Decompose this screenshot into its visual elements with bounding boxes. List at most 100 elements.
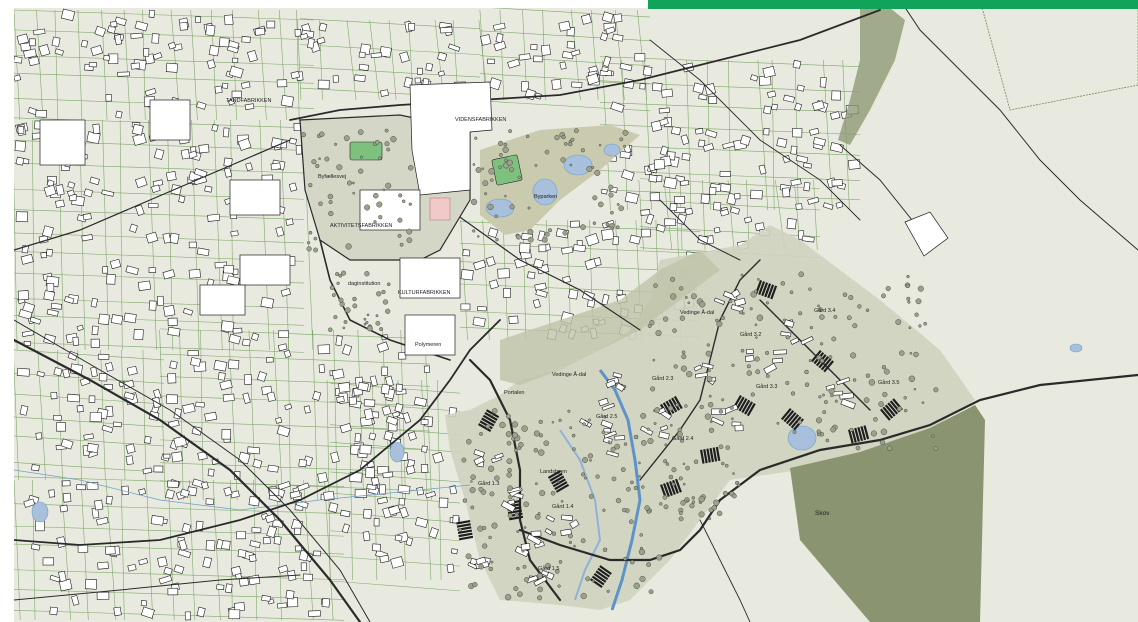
tree <box>914 312 919 317</box>
tree <box>917 285 924 292</box>
house <box>645 213 655 225</box>
tree <box>580 224 586 230</box>
tree <box>687 301 691 305</box>
row-house <box>761 282 769 297</box>
tree <box>846 315 852 321</box>
tree <box>328 210 334 217</box>
tree <box>797 419 803 425</box>
house <box>766 90 777 99</box>
tree <box>906 274 910 279</box>
parcel-line <box>14 349 165 361</box>
house <box>248 574 261 586</box>
tree <box>880 428 888 435</box>
tree <box>333 315 338 320</box>
tree <box>527 228 534 235</box>
row-house <box>555 483 570 493</box>
tree <box>352 296 357 302</box>
tree <box>933 387 939 393</box>
tree <box>904 408 908 413</box>
house <box>222 393 235 402</box>
tree <box>523 526 527 529</box>
tree <box>572 447 576 451</box>
tree <box>390 136 397 143</box>
house <box>167 317 178 326</box>
house <box>242 392 251 404</box>
house <box>236 531 247 540</box>
house <box>709 186 717 195</box>
house <box>518 53 531 61</box>
house <box>195 401 205 408</box>
tree <box>656 554 663 561</box>
tree <box>923 321 928 326</box>
house <box>363 408 374 421</box>
house <box>771 103 778 111</box>
house <box>698 93 708 101</box>
house <box>365 467 375 478</box>
parcel-line <box>102 119 110 351</box>
tree <box>598 143 602 147</box>
house <box>602 55 612 68</box>
tree <box>499 421 506 429</box>
tree <box>817 307 823 313</box>
house <box>425 62 434 72</box>
house <box>23 341 31 346</box>
tree <box>879 439 886 446</box>
tree <box>615 225 620 230</box>
row-house <box>788 414 800 427</box>
tree <box>915 298 922 305</box>
house <box>23 498 36 508</box>
tree <box>568 540 572 544</box>
tree <box>533 448 538 453</box>
house <box>67 181 76 189</box>
tree <box>585 576 591 582</box>
tree <box>408 202 412 206</box>
tree <box>338 273 343 278</box>
tree <box>364 271 370 277</box>
tree <box>537 586 544 593</box>
tree <box>514 512 519 517</box>
house <box>251 527 262 533</box>
tree <box>790 391 796 396</box>
tree <box>680 365 687 372</box>
parcel-line <box>14 416 165 428</box>
parcel-line <box>248 329 257 501</box>
house <box>49 574 61 583</box>
house <box>285 218 294 226</box>
courtyard-building <box>835 377 851 386</box>
row-house <box>551 475 565 485</box>
row-house <box>770 285 778 300</box>
tree <box>352 191 356 195</box>
courtyard-building <box>693 364 703 372</box>
tree <box>652 358 656 362</box>
house <box>196 247 210 257</box>
tree <box>495 237 499 242</box>
house <box>570 49 581 57</box>
label-tandfabrikken: TANDFABRIKKEN <box>226 98 271 104</box>
parcel-line <box>329 382 461 394</box>
house <box>266 525 278 539</box>
house <box>202 556 213 569</box>
house <box>277 343 288 352</box>
house <box>294 29 302 37</box>
tree <box>470 474 476 480</box>
tree <box>569 426 573 430</box>
courtyard-building <box>507 486 521 494</box>
tree <box>373 220 377 224</box>
tree <box>523 501 530 508</box>
house <box>812 100 825 111</box>
house <box>165 62 178 73</box>
tree <box>706 376 713 382</box>
tree <box>518 442 524 448</box>
house <box>300 562 307 572</box>
house <box>379 46 392 58</box>
tree <box>360 155 364 159</box>
house <box>382 471 394 479</box>
tree <box>308 230 313 235</box>
tree <box>716 321 723 328</box>
tree <box>458 528 462 532</box>
row-house <box>660 484 667 499</box>
parcel-line <box>120 479 125 621</box>
tree <box>562 230 568 236</box>
row-house <box>599 565 612 575</box>
